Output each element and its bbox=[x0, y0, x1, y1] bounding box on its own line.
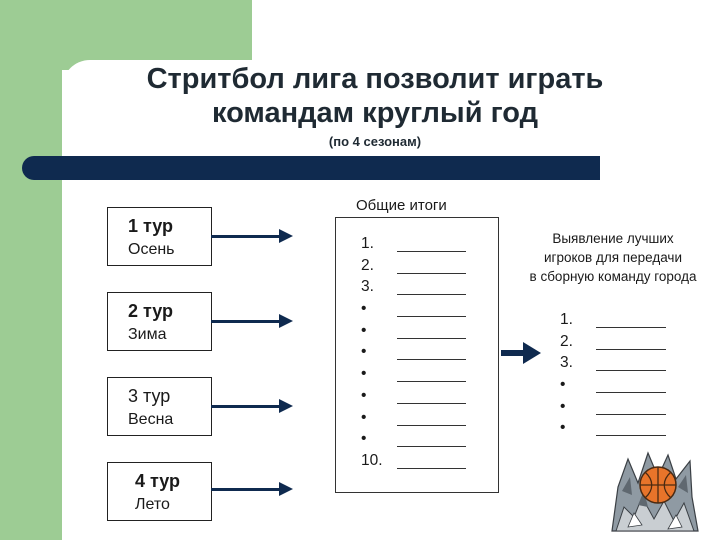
totals-label: Общие итоги bbox=[356, 197, 447, 214]
arrow-head bbox=[523, 342, 541, 364]
round-name: 4 тур bbox=[135, 471, 180, 492]
title-line-1: Стритбол лига позволит играть bbox=[62, 62, 688, 96]
blank-line bbox=[397, 338, 466, 339]
item-marker: • bbox=[361, 298, 366, 320]
page-subtitle: (по 4 сезонам) bbox=[62, 134, 688, 149]
arrow-shaft bbox=[501, 350, 525, 356]
blank-line bbox=[397, 294, 466, 295]
list-item: • bbox=[361, 363, 481, 385]
list-item: • bbox=[560, 396, 680, 418]
round-season: Зима bbox=[128, 326, 167, 344]
list-item: • bbox=[361, 385, 481, 407]
list-item: • bbox=[560, 374, 680, 396]
round-season: Лето bbox=[135, 496, 170, 514]
blank-line bbox=[596, 349, 666, 350]
blank-line bbox=[397, 251, 466, 252]
round-box-4: 4 тур Лето bbox=[107, 462, 212, 521]
best-players-list: 1. 2. 3. • • • bbox=[560, 309, 680, 439]
list-item: 1. bbox=[560, 309, 680, 331]
item-marker: 1. bbox=[560, 309, 573, 331]
round-box-2: 2 тур Зима bbox=[107, 292, 212, 351]
item-marker: 2. bbox=[361, 255, 374, 277]
blank-line bbox=[596, 370, 666, 371]
item-marker: • bbox=[361, 428, 366, 450]
blank-line bbox=[397, 468, 466, 469]
blank-line bbox=[397, 403, 466, 404]
green-sidebar bbox=[0, 0, 62, 540]
item-marker: 2. bbox=[560, 331, 573, 353]
round-season: Весна bbox=[128, 411, 173, 429]
item-marker: 1. bbox=[361, 233, 374, 255]
item-marker: • bbox=[560, 374, 565, 396]
list-item: • bbox=[560, 417, 680, 439]
blank-line bbox=[397, 359, 466, 360]
right-arrow-icon bbox=[211, 235, 281, 238]
title-line-2: командам круглый год bbox=[62, 96, 688, 130]
list-item: 1. bbox=[361, 233, 481, 255]
blank-line bbox=[397, 381, 466, 382]
basketball-icon bbox=[608, 447, 700, 533]
list-item: 3. bbox=[560, 352, 680, 374]
list-item: 10. bbox=[361, 450, 481, 472]
right-arrow-icon bbox=[211, 405, 281, 408]
totals-list: 1. 2. 3. • • • • • • • 10. bbox=[361, 233, 481, 472]
round-name: 2 тур bbox=[128, 301, 173, 322]
list-item: • bbox=[361, 298, 481, 320]
right-arrow-icon bbox=[501, 346, 537, 360]
blank-line bbox=[596, 435, 666, 436]
item-marker: 3. bbox=[560, 352, 573, 374]
blank-line bbox=[397, 425, 466, 426]
best-players-line-2: игроков для передачи bbox=[506, 248, 720, 267]
blank-line bbox=[596, 414, 666, 415]
round-name: 3 тур bbox=[128, 386, 170, 407]
round-box-1: 1 тур Осень bbox=[107, 207, 212, 266]
page-title: Стритбол лига позволит играть командам к… bbox=[62, 62, 688, 130]
item-marker: • bbox=[361, 363, 366, 385]
right-arrow-icon bbox=[211, 488, 281, 491]
list-item: • bbox=[361, 341, 481, 363]
item-marker: • bbox=[361, 320, 366, 342]
item-marker: • bbox=[361, 341, 366, 363]
item-marker: • bbox=[560, 396, 565, 418]
list-item: • bbox=[361, 407, 481, 429]
header-divider-bar bbox=[22, 156, 600, 180]
item-marker: • bbox=[361, 407, 366, 429]
round-season: Осень bbox=[128, 241, 175, 259]
list-item: • bbox=[361, 320, 481, 342]
round-name: 1 тур bbox=[128, 216, 173, 237]
best-players-heading: Выявление лучших игроков для передачи в … bbox=[506, 229, 720, 286]
item-marker: • bbox=[361, 385, 366, 407]
list-item: 2. bbox=[361, 255, 481, 277]
blank-line bbox=[397, 273, 466, 274]
item-marker: • bbox=[560, 417, 565, 439]
blank-line bbox=[397, 446, 466, 447]
best-players-line-1: Выявление лучших bbox=[506, 229, 720, 248]
best-players-line-3: в сборную команду города bbox=[506, 267, 720, 286]
blank-line bbox=[596, 327, 666, 328]
blank-line bbox=[397, 316, 466, 317]
list-item: 3. bbox=[361, 276, 481, 298]
list-item: • bbox=[361, 428, 481, 450]
item-marker: 3. bbox=[361, 276, 374, 298]
list-item: 2. bbox=[560, 331, 680, 353]
right-arrow-icon bbox=[211, 320, 281, 323]
item-marker: 10. bbox=[361, 450, 383, 472]
round-box-3: 3 тур Весна bbox=[107, 377, 212, 436]
blank-line bbox=[596, 392, 666, 393]
